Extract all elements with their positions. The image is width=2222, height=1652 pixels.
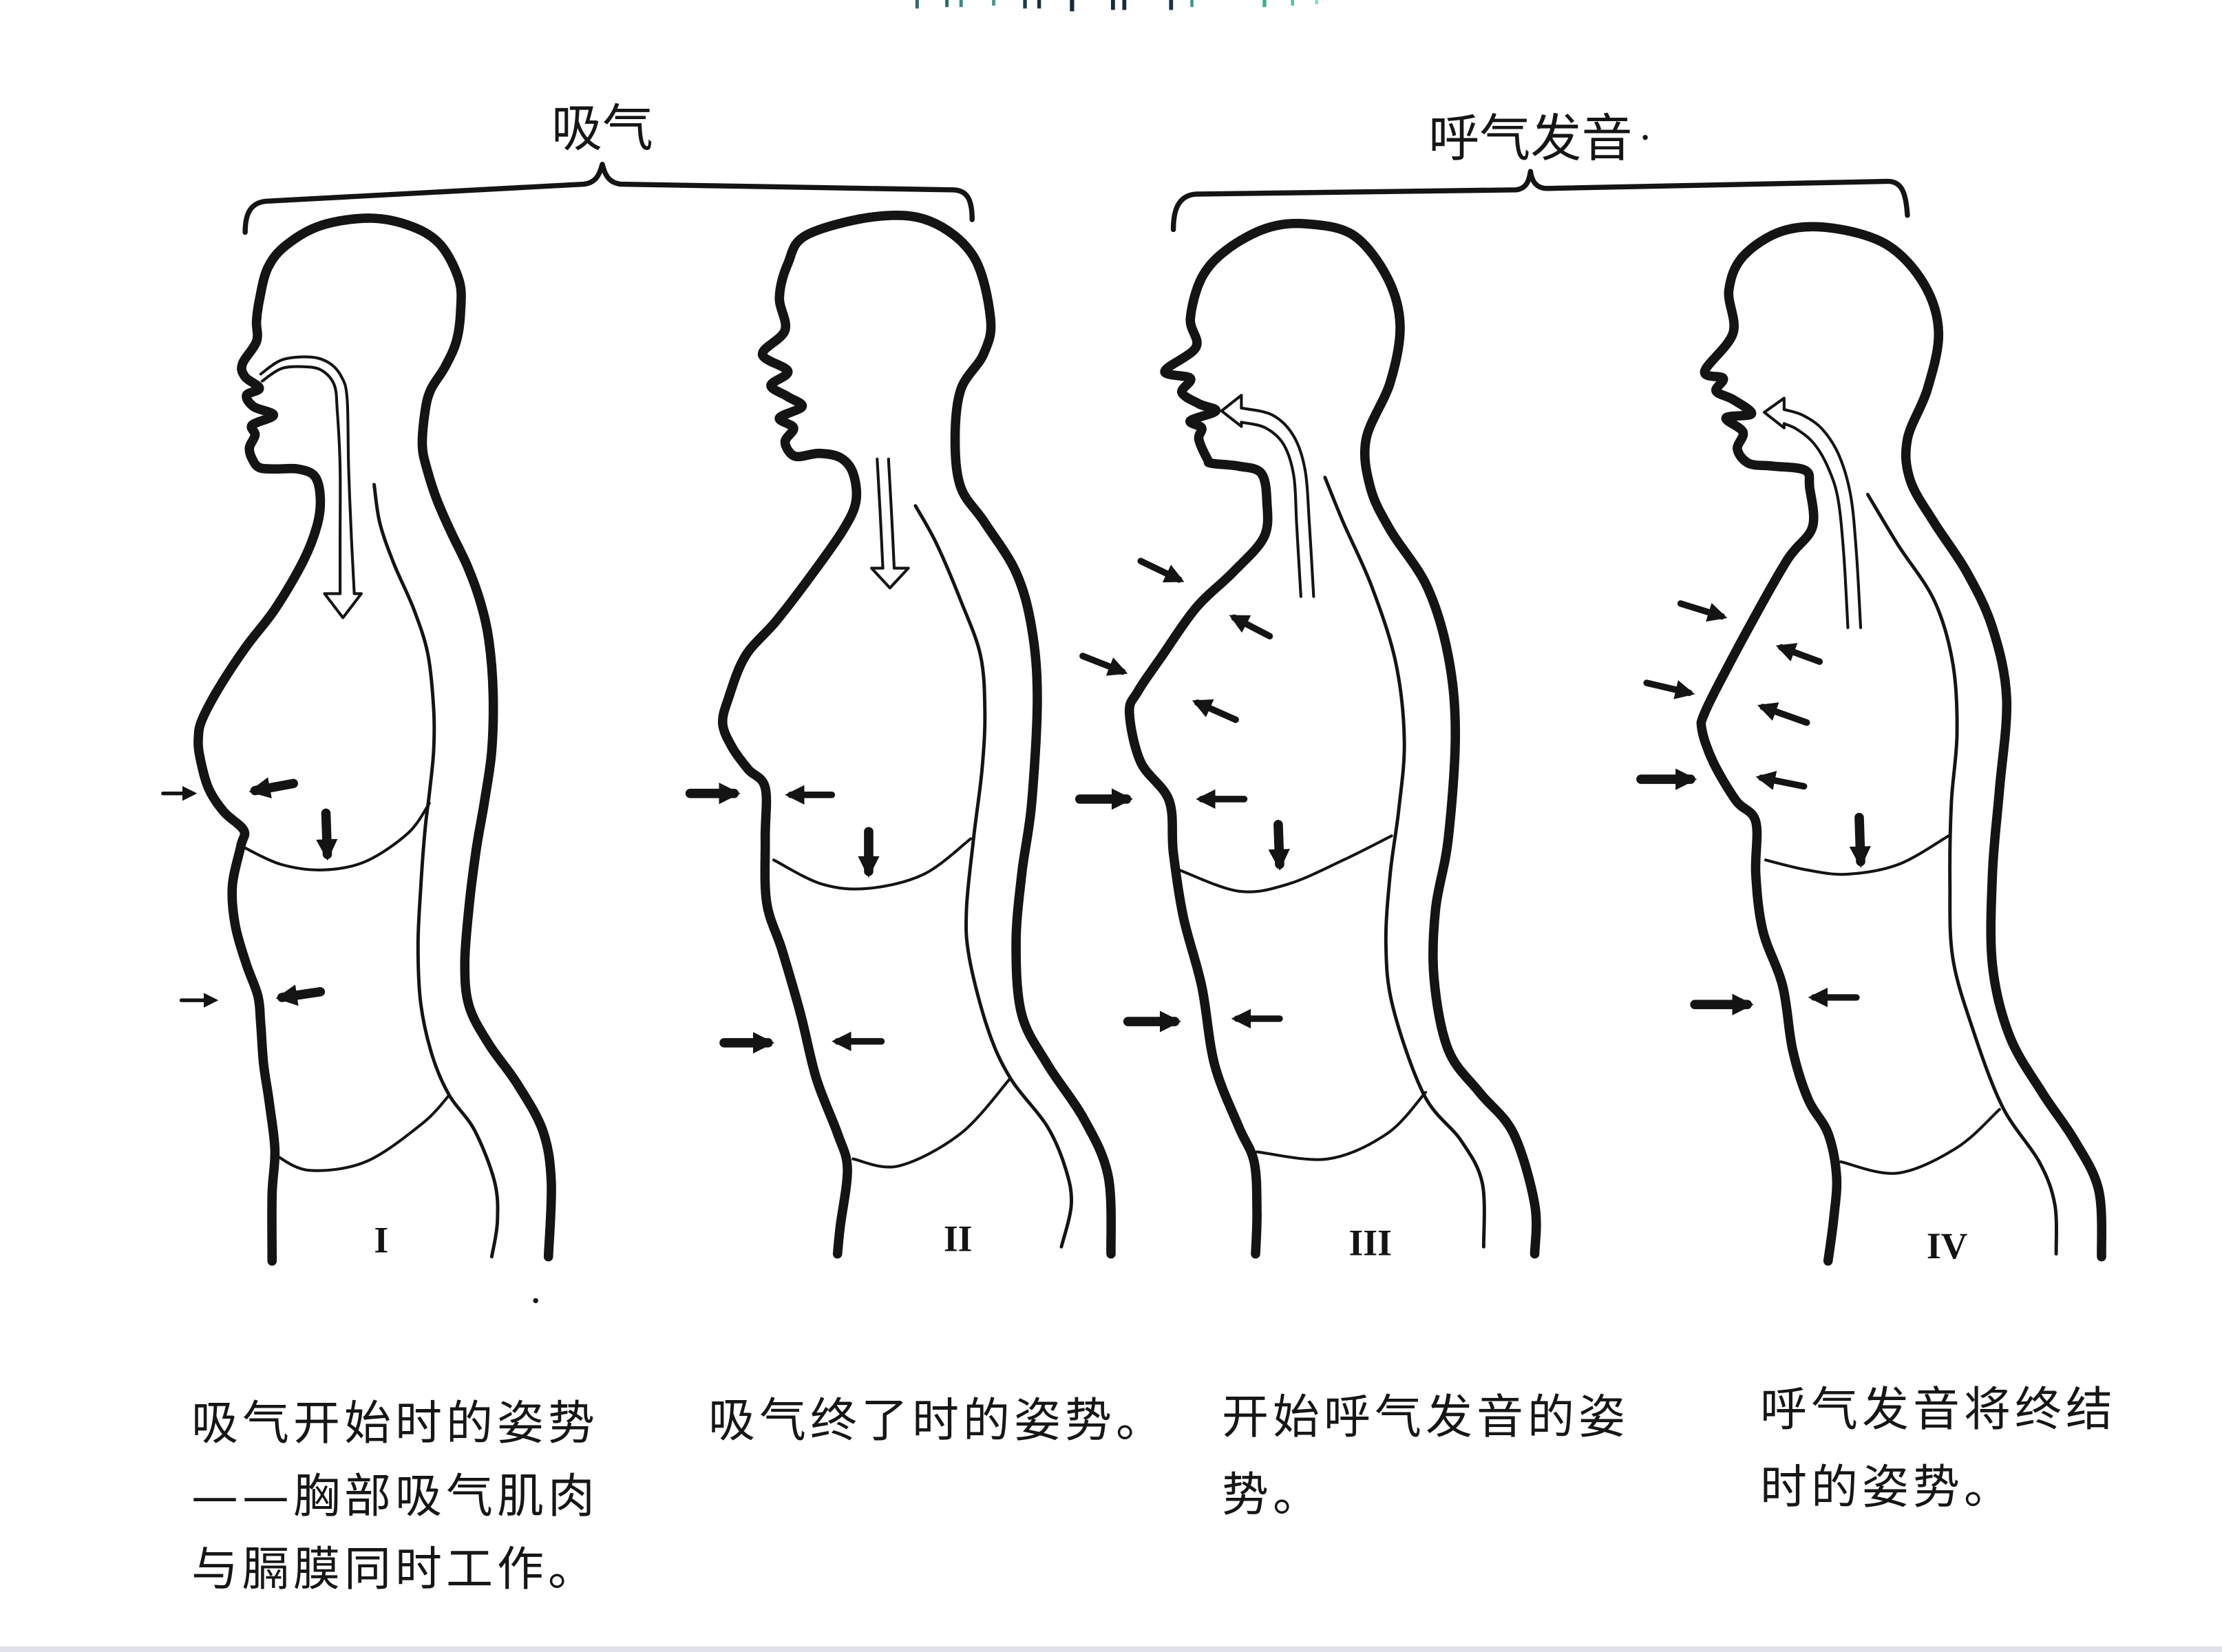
pressure-arrow-up-left-icon <box>1192 699 1239 723</box>
caption-line: 与膈膜同时工作。 <box>191 1543 600 1597</box>
lower-abdomen-line <box>851 1077 1012 1169</box>
cropped-header-fragment <box>915 0 1318 12</box>
lower-abdomen-line <box>1255 1090 1428 1161</box>
header-fragment-mark <box>1315 0 1318 5</box>
airflow-inner-line <box>1782 422 1850 629</box>
pressure-arrow-up-left-icon <box>1775 643 1823 665</box>
body-outline <box>1696 222 2106 1266</box>
header-fragment-mark <box>992 0 996 6</box>
pressure-arrow-left-icon <box>1755 770 1808 790</box>
body-outline <box>193 213 556 1266</box>
header-fragment-mark <box>1291 0 1294 6</box>
header-fragment-mark <box>1037 0 1041 9</box>
figure-1: I <box>161 213 556 1304</box>
airflow-hollow-arrow-icon <box>870 457 910 590</box>
pressure-arrow-left-icon <box>275 984 326 1006</box>
spine-line <box>1865 492 2058 1256</box>
airflow-arrowhead <box>1762 396 1786 430</box>
header-fragment-mark <box>1262 0 1267 8</box>
header-fragment-mark <box>1070 0 1075 12</box>
airflow-right-line <box>887 457 896 570</box>
airflow-arrowhead <box>1220 394 1243 428</box>
caption-figure-3: 开始呼气发音的姿 势。 <box>1222 1379 1629 1534</box>
header-fragment-mark <box>1111 0 1115 10</box>
diaphragm-line <box>772 837 973 891</box>
diaphragm-arrow-down-icon <box>1268 820 1290 871</box>
stray-dot <box>1642 134 1648 140</box>
pressure-arrow-down-right-icon <box>1137 558 1185 583</box>
inhale-label: 吸气 <box>551 99 653 158</box>
pressure-arrow-right-icon <box>1643 679 1695 699</box>
header-fragment-mark <box>959 0 963 8</box>
spine-line <box>1323 476 1486 1249</box>
pressure-arrow-down-right-icon <box>1677 600 1728 622</box>
diaphragm-arrow-down-icon <box>316 808 338 861</box>
exhale-brace <box>1170 169 1910 233</box>
pressure-arrow-up-left-icon <box>1757 702 1810 726</box>
diaphragm-arrow-down-icon <box>1849 812 1871 868</box>
caption-figure-2: 吸气终了时的姿势。 <box>708 1385 1167 1458</box>
figure-2: II <box>685 211 1116 1259</box>
pressure-arrow-right-icon <box>1079 653 1128 676</box>
airflow-left-line <box>876 457 885 570</box>
airflow-outer-line <box>1240 406 1315 598</box>
header-fragment-mark <box>1190 0 1194 8</box>
caption-figure-4: 呼气发音将终结 时的姿势。 <box>1760 1371 2117 1527</box>
lower-abdomen-line <box>273 1094 451 1172</box>
page-bottom-edge <box>0 1646 2222 1652</box>
group-inhale: 吸气 <box>242 99 975 235</box>
figure-numeral: I <box>374 1220 388 1261</box>
caption-line: 吸气开始时的姿势 <box>191 1397 600 1451</box>
diaphragm-line <box>1177 834 1393 893</box>
figure-numeral: II <box>944 1218 973 1259</box>
caption-line: ——胸部吸气肌肉 <box>191 1470 600 1524</box>
caption-figure-1: 吸气开始时的姿势 ——胸部吸气肌肉 与膈膜同时工作。 <box>191 1388 599 1607</box>
header-fragment-mark <box>1122 0 1127 10</box>
figure-4: IV <box>1636 222 2106 1267</box>
airflow-outer-line <box>259 355 356 595</box>
body-outline <box>717 211 1116 1259</box>
spine-line <box>372 483 500 1259</box>
inhale-brace <box>242 162 975 235</box>
caption-line: 吸气终了时的姿势。 <box>708 1394 1167 1448</box>
lower-abdomen-line <box>1839 1108 2001 1175</box>
airflow-inner-line <box>260 365 342 595</box>
header-fragment-mark <box>1023 0 1027 9</box>
caption-line: 开始呼气发音的姿 <box>1222 1390 1630 1445</box>
figure-3: III <box>1075 218 1541 1264</box>
caption-line: 呼气发音将终结 <box>1760 1383 2117 1437</box>
stray-dot <box>533 1298 538 1304</box>
group-exhale-phonation: 呼气发音 <box>1170 109 1910 233</box>
body-outline <box>1124 218 1541 1259</box>
airflow-inner-line <box>1240 421 1302 598</box>
pressure-arrow-left-icon <box>248 777 298 798</box>
header-fragment-mark <box>915 0 919 9</box>
figure-numeral: IV <box>1927 1225 1968 1267</box>
pressure-arrow-up-left-icon <box>1229 614 1273 639</box>
exhale-label: 呼气发音 <box>1428 109 1632 168</box>
airflow-hollow-arrow-icon <box>259 355 363 620</box>
airflow-arrowhead <box>323 592 363 620</box>
diaphragm-line <box>242 802 431 871</box>
caption-line: 势。 <box>1222 1468 1324 1523</box>
spine-line <box>913 504 1074 1249</box>
caption-line: 时的姿势。 <box>1760 1461 2015 1515</box>
diaphragm-line <box>1764 834 1950 876</box>
airflow-arrowhead <box>870 566 910 590</box>
airflow-outer-line <box>1782 407 1863 629</box>
airflow-hollow-arrow-icon <box>1762 396 1863 629</box>
airflow-hollow-arrow-icon <box>1220 394 1315 598</box>
figure-numeral: III <box>1348 1222 1391 1264</box>
header-fragment-mark <box>1169 0 1174 10</box>
header-fragment-mark <box>945 0 949 8</box>
